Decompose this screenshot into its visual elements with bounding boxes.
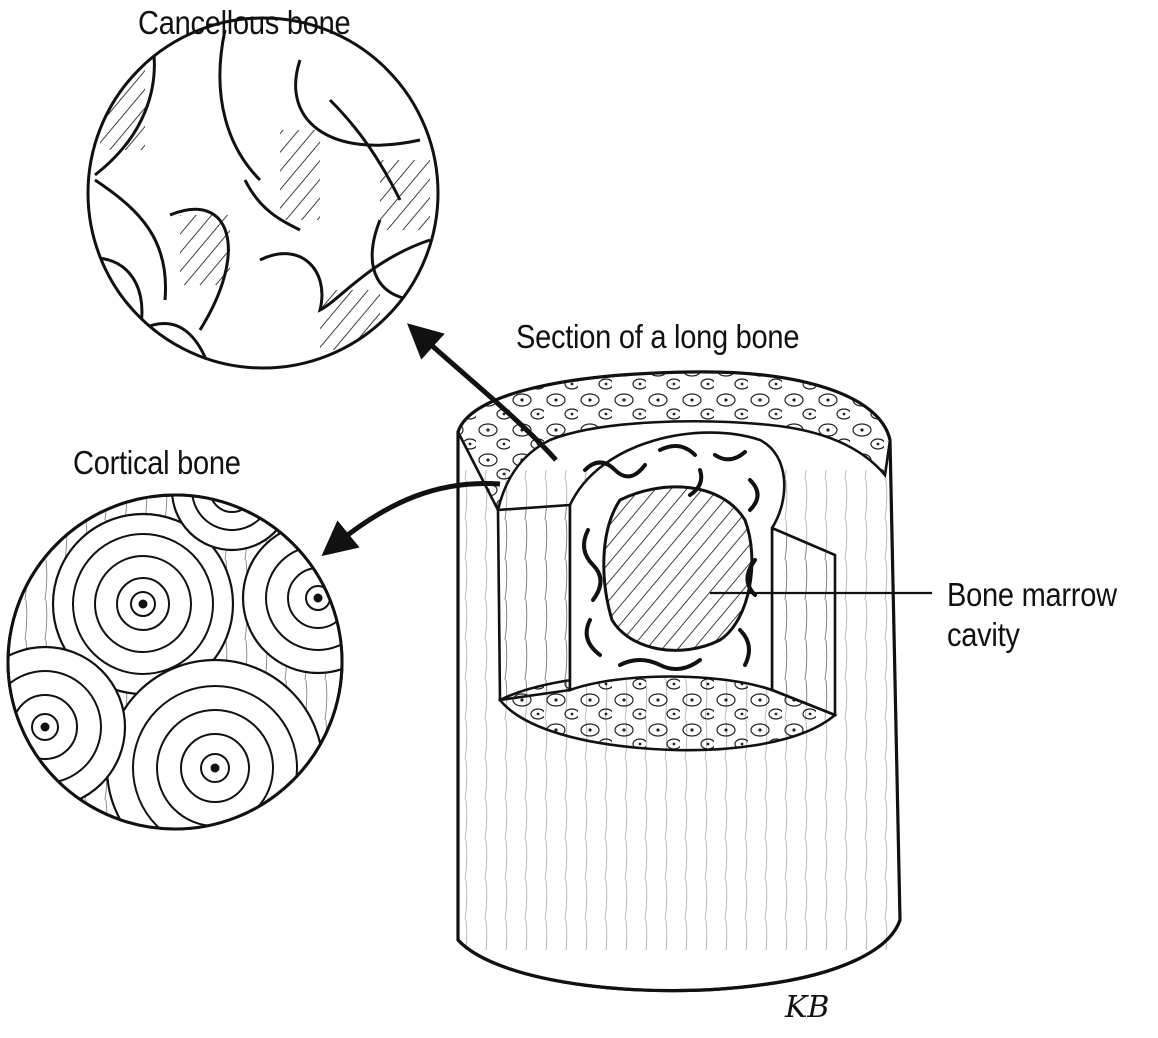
cortical-bone-label: Cortical bone (73, 444, 241, 481)
long-bone-section (456, 370, 902, 993)
artist-signature: KB (785, 990, 830, 1025)
section-label: Section of a long bone (516, 318, 800, 355)
cancellous-magnified-view (86, 16, 440, 370)
marrow-label-line1: Bone marrow (947, 576, 1117, 613)
arrow-to-cortical (321, 481, 501, 557)
cortical-magnified-view (6, 493, 344, 831)
marrow-cavity-label: Bone marrow cavity (947, 575, 1158, 655)
arrow-to-cancellous (406, 323, 558, 462)
cancellous-bone-label: Cancellous bone (138, 4, 351, 41)
marrow-label-line2: cavity (947, 616, 1020, 653)
